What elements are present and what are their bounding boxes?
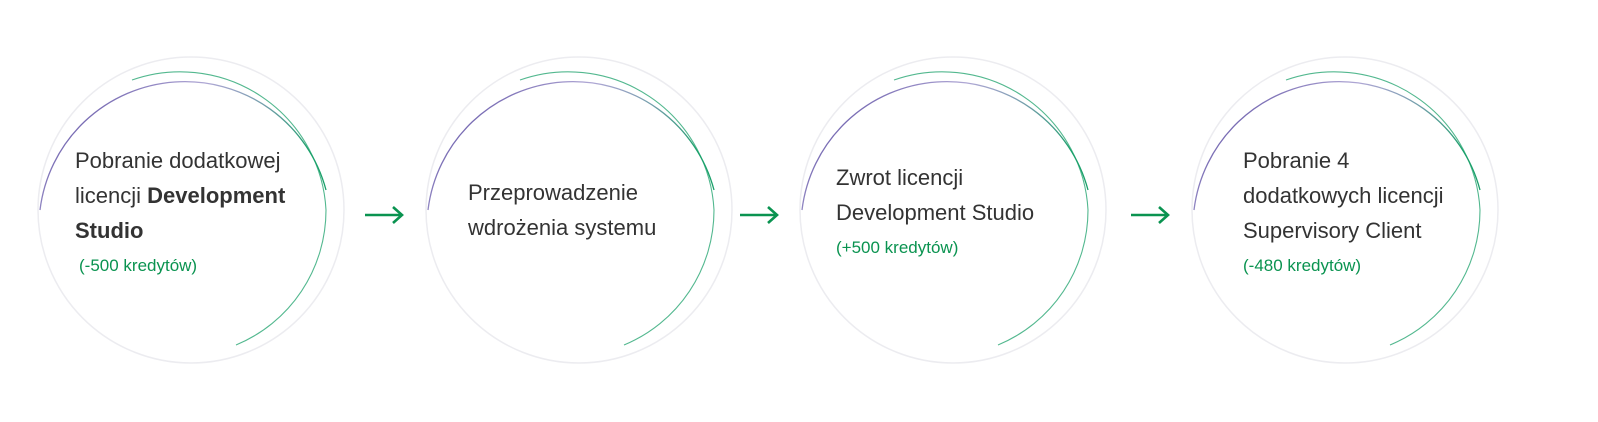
step-3-content: Zwrot licencji Development Studio (+500 … [836,55,1076,365]
step-3-title: Zwrot licencji Development Studio [836,160,1076,230]
step-4: Pobranie 4 dodatkowych licencji Supervis… [1190,55,1500,365]
step-2-title: Przeprowadzenie wdrożenia systemu [468,175,698,245]
step-1: Pobranie dodatkowej licencji Development… [36,55,346,365]
step-2-ring [425,56,733,364]
step-1-title-bold: Development Studio [75,182,286,243]
step-3-ring [799,56,1107,364]
step-1-title: Pobranie dodatkowej licencji Development… [75,143,315,248]
step-4-content: Pobranie 4 dodatkowych licencji Supervis… [1243,55,1483,365]
step-4-title-text: Pobranie 4 dodatkowych licencji Supervis… [1243,147,1444,243]
step-1-title-text: Pobranie dodatkowej licencji [75,147,281,208]
arrow-right-icon [739,204,781,226]
arrow-right-icon [1130,204,1172,226]
step-4-ring [1191,56,1499,364]
step-4-credits: (-480 kredytów) [1243,255,1362,275]
step-4-title: Pobranie 4 dodatkowych licencji Supervis… [1243,143,1483,248]
step-2-title-text: Przeprowadzenie wdrożenia systemu [468,180,657,240]
step-1-content: Pobranie dodatkowej licencji Development… [75,55,315,365]
step-2: Przeprowadzenie wdrożenia systemu [424,55,734,365]
arrow-right-icon [364,204,406,226]
step-3-title-text: Zwrot licencji Development Studio [836,165,1035,225]
step-3: Zwrot licencji Development Studio (+500 … [798,55,1108,365]
step-3-credits: (+500 kredytów) [836,238,959,257]
step-1-ring [37,56,345,364]
step-1-credits: (-500 kredytów) [79,255,198,275]
step-2-content: Przeprowadzenie wdrożenia systemu [468,55,698,365]
